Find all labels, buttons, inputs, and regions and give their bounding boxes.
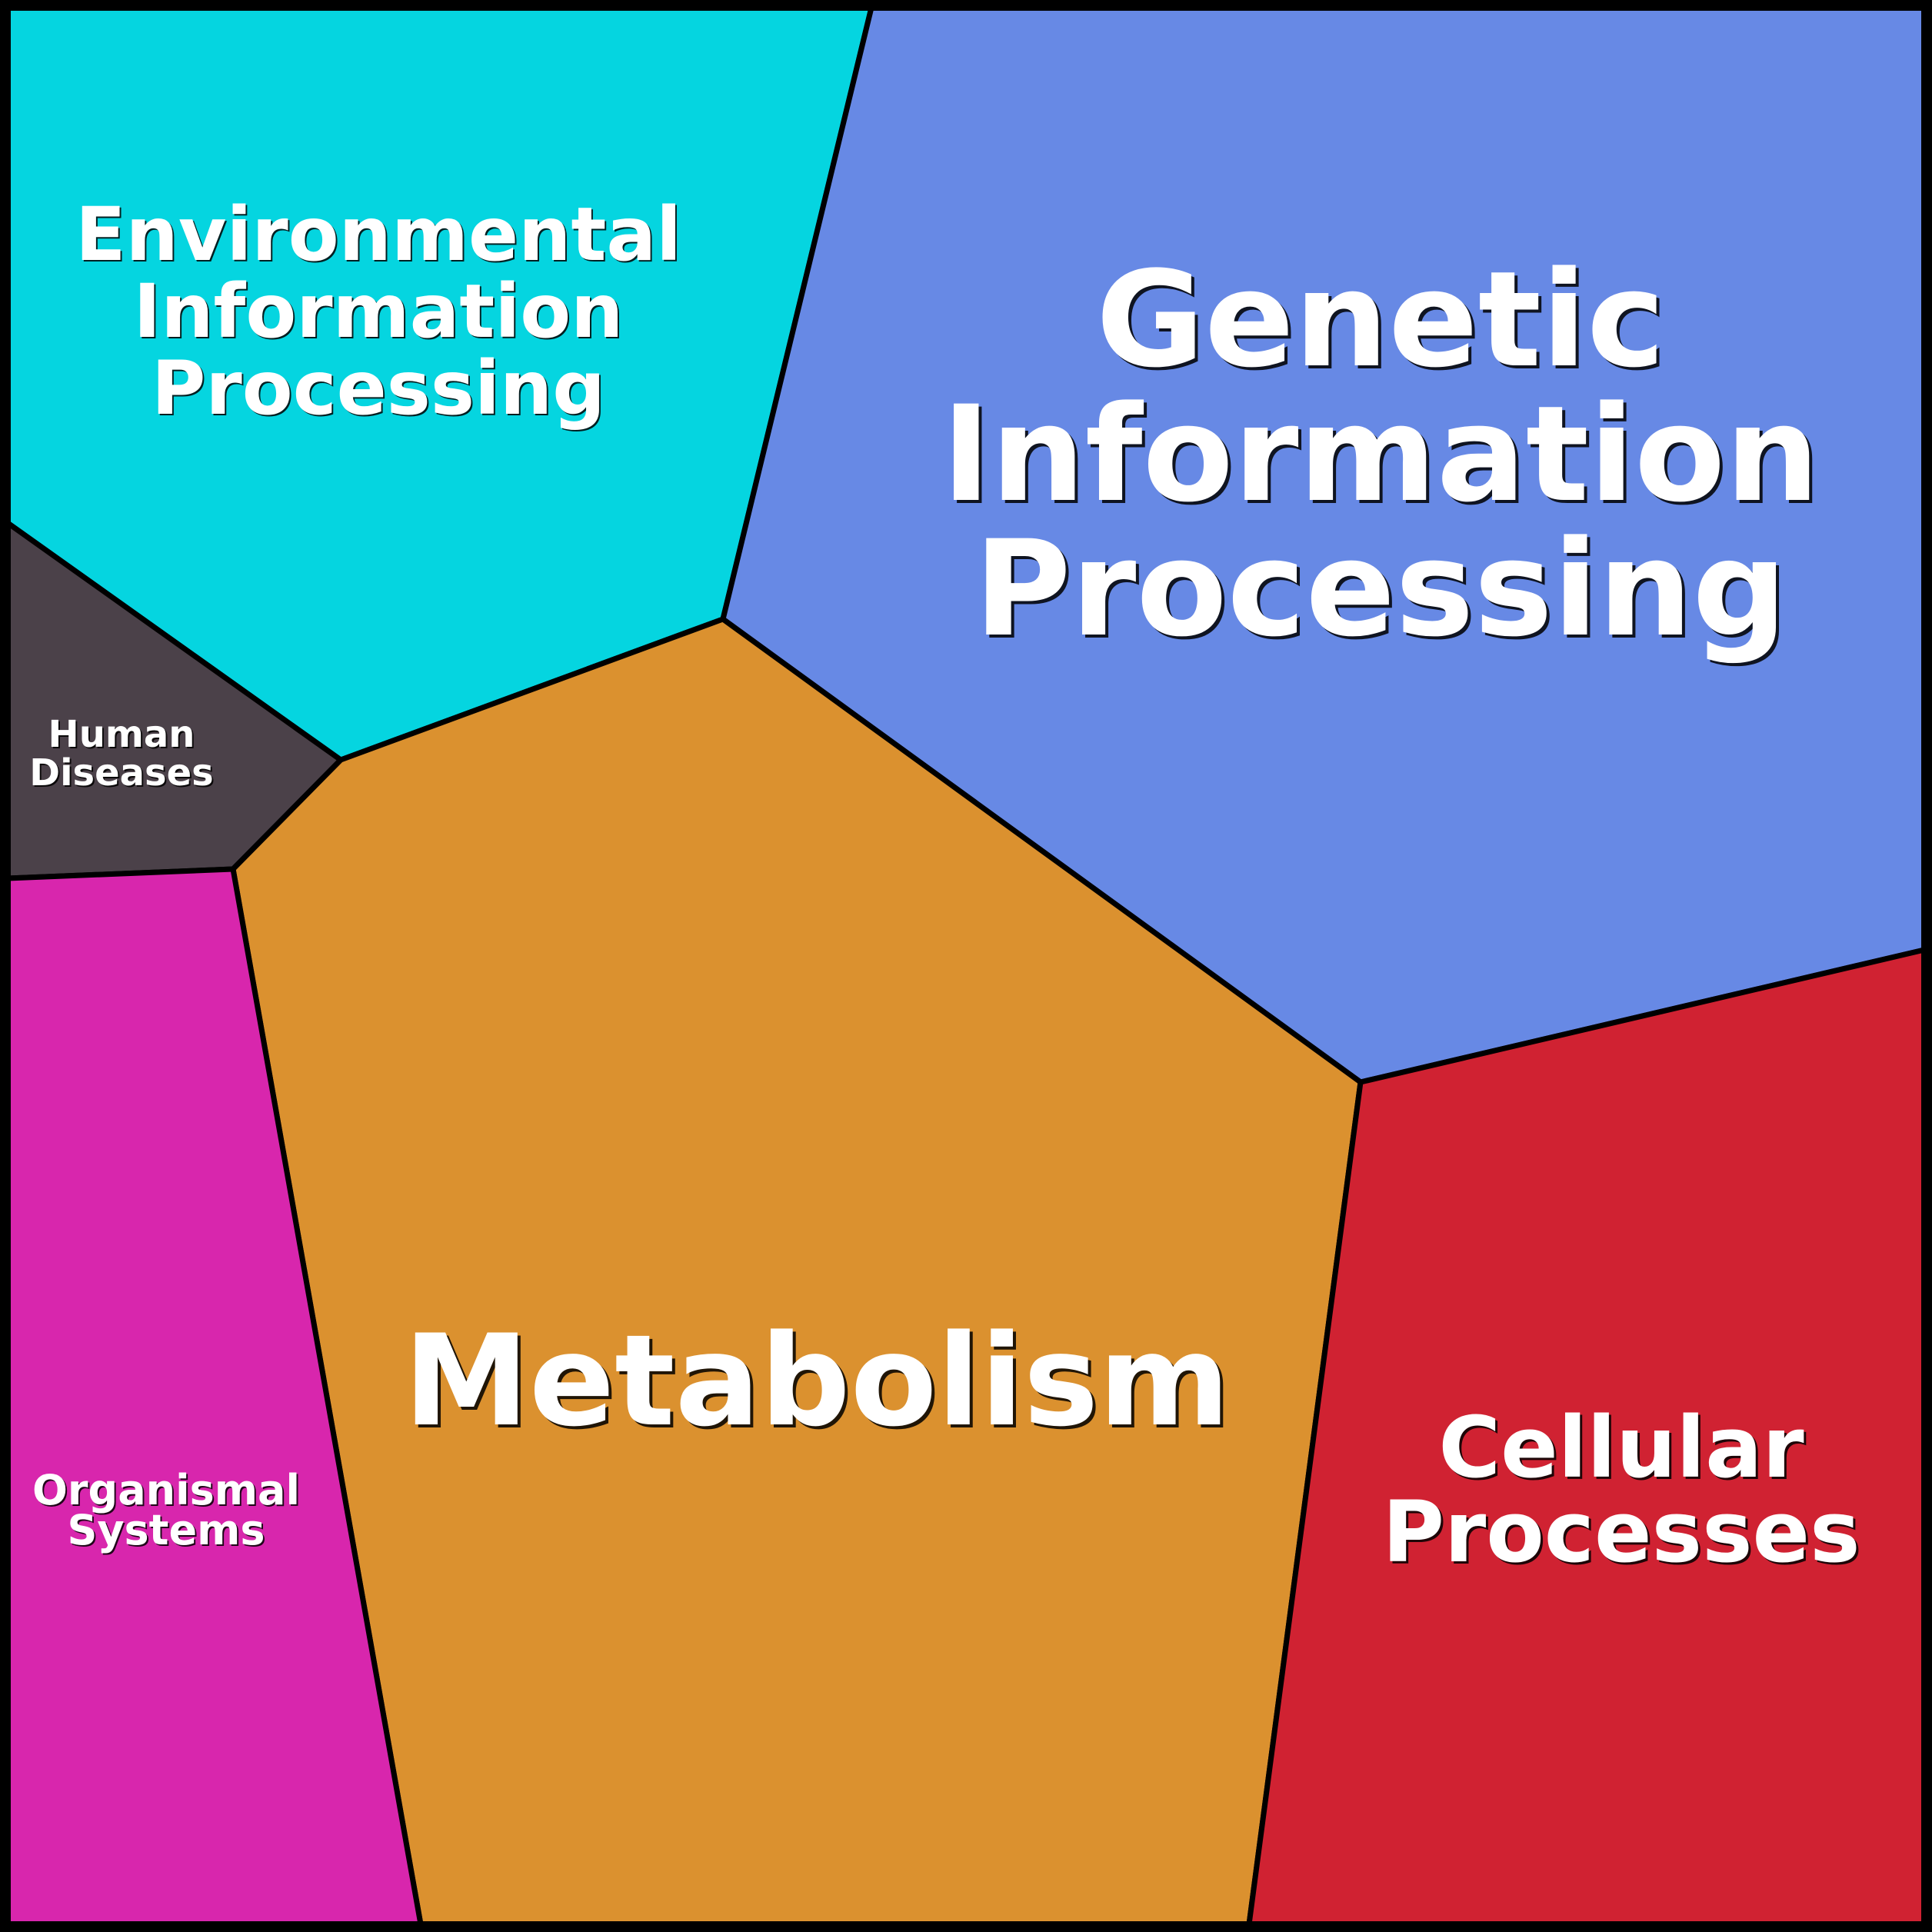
label-shadow: Environmental: [77, 193, 683, 279]
label-line: Information: [133, 268, 623, 355]
label-shadow: Information: [135, 270, 625, 356]
label-line: Processing: [152, 345, 605, 431]
label-line: Cellular: [1438, 1398, 1804, 1497]
label-shadow: Diseases: [31, 753, 215, 796]
label-genetic-information-processing: GeneticGeneticInformationInformationProc…: [941, 242, 1822, 669]
label-line: Processing: [974, 511, 1787, 666]
label-shadow: Processing: [153, 347, 607, 433]
label-line: Genetic: [1096, 242, 1665, 397]
label-shadow: Cellular: [1441, 1401, 1806, 1499]
label-shadow: Information: [944, 380, 1822, 535]
label-line: Processes: [1382, 1483, 1860, 1581]
label-shadow: Processes: [1384, 1485, 1862, 1584]
label-line: Metabolism: [404, 1307, 1231, 1454]
label-line: Human: [48, 713, 195, 756]
label-line: Systems: [67, 1506, 265, 1554]
label-line: Information: [941, 377, 1819, 531]
label-line: Environmental: [75, 192, 681, 278]
label-shadow: Human: [50, 715, 197, 758]
label-shadow: Metabolism: [407, 1311, 1234, 1457]
label-shadow: Processing: [978, 515, 1790, 669]
label-shadow: Systems: [68, 1507, 266, 1556]
label-shadow: Organismal: [34, 1467, 301, 1516]
label-environmental-information-processing: EnvironmentalEnvironmentalInformationInf…: [75, 192, 683, 433]
label-shadow: Genetic: [1099, 245, 1668, 400]
label-line: Diseases: [29, 751, 214, 794]
label-line: Organismal: [32, 1466, 300, 1514]
